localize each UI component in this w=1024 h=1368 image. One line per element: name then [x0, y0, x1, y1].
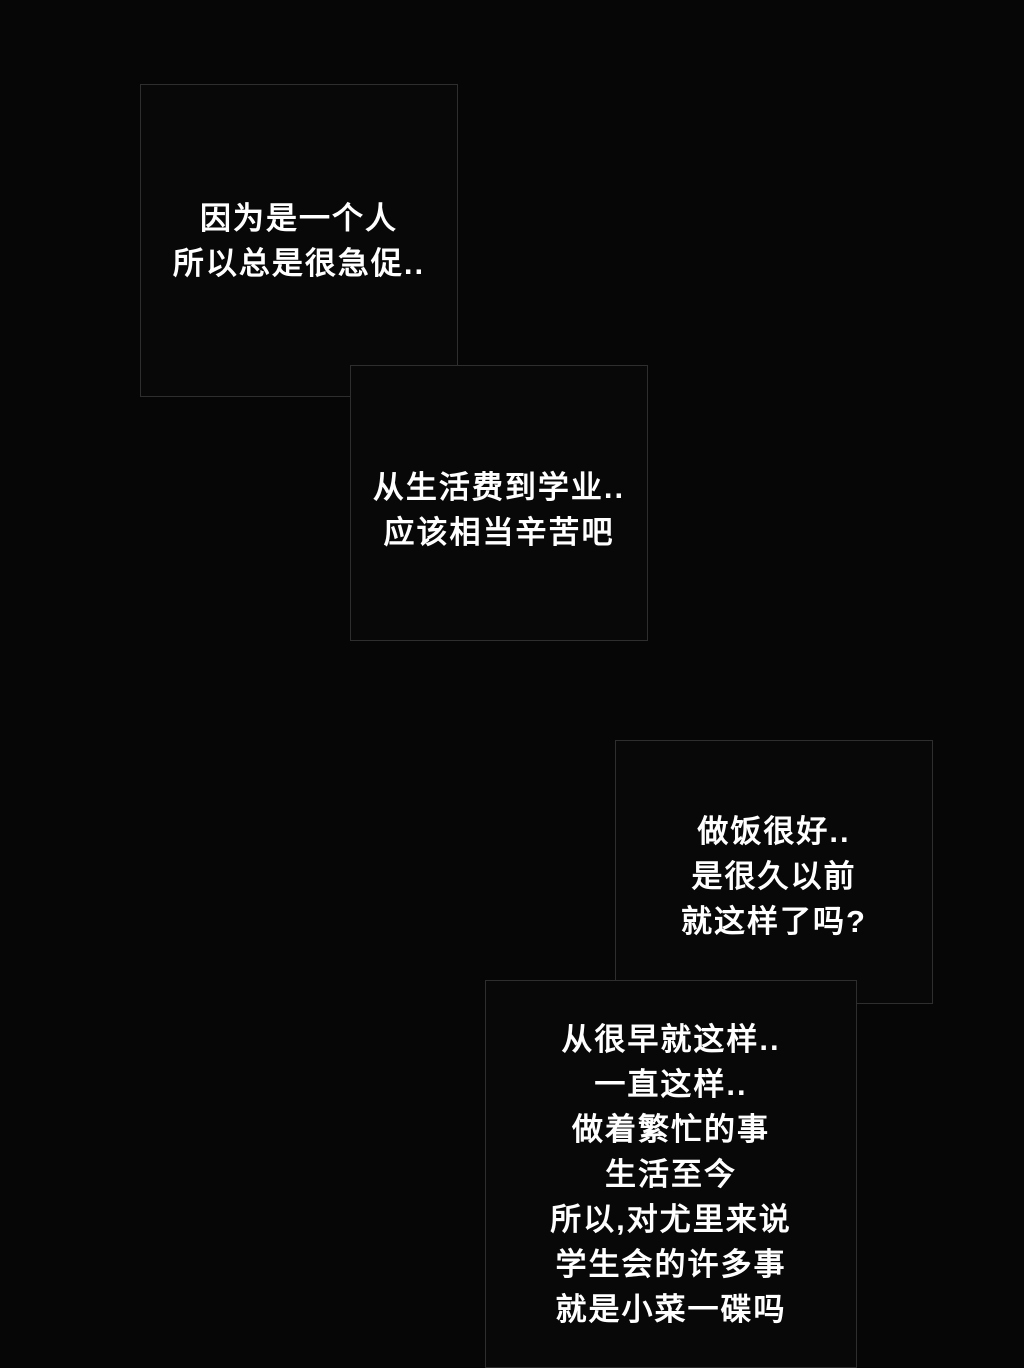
dialogue-line: 学生会的许多事	[555, 1246, 787, 1282]
dialogue-line: 一直这样..	[594, 1066, 748, 1102]
dialogue-block-1: 因为是一个人 所以总是很急促..	[173, 196, 425, 286]
dialogue-line: 就这样了吗?	[681, 903, 867, 939]
comic-panel-4: 从很早就这样.. 一直这样.. 做着繁忙的事 生活至今 所以,对尤里来说 学生会…	[485, 980, 857, 1368]
dialogue-line: 从很早就这样..	[561, 1021, 781, 1057]
dialogue-block-2: 从生活费到学业.. 应该相当辛苦吧	[373, 451, 625, 555]
dialogue-line: 从生活费到学业..	[372, 470, 626, 505]
dialogue-block-4: 从很早就这样.. 一直这样.. 做着繁忙的事 生活至今 所以,对尤里来说 学生会…	[550, 1017, 792, 1332]
dialogue-line: 所以,对尤里来说	[550, 1201, 792, 1237]
dialogue-line: 生活至今	[605, 1156, 737, 1192]
comic-panel-3: 做饭很好.. 是很久以前 就这样了吗?	[615, 740, 933, 1004]
dialogue-block-3: 做饭很好.. 是很久以前 就这样了吗?	[681, 801, 867, 944]
dialogue-line: 所以总是很急促..	[172, 245, 426, 281]
dialogue-line: 因为是一个人	[199, 200, 398, 236]
comic-panel-2: 从生活费到学业.. 应该相当辛苦吧	[350, 365, 648, 641]
dialogue-line: 应该相当辛苦吧	[383, 515, 615, 550]
dialogue-line: 是很久以前	[691, 858, 857, 894]
comic-panel-1: 因为是一个人 所以总是很急促..	[140, 84, 458, 397]
dialogue-line: 就是小菜一碟吗	[555, 1291, 787, 1327]
dialogue-line: 做着繁忙的事	[572, 1111, 770, 1147]
dialogue-line: 做饭很好..	[697, 813, 851, 849]
